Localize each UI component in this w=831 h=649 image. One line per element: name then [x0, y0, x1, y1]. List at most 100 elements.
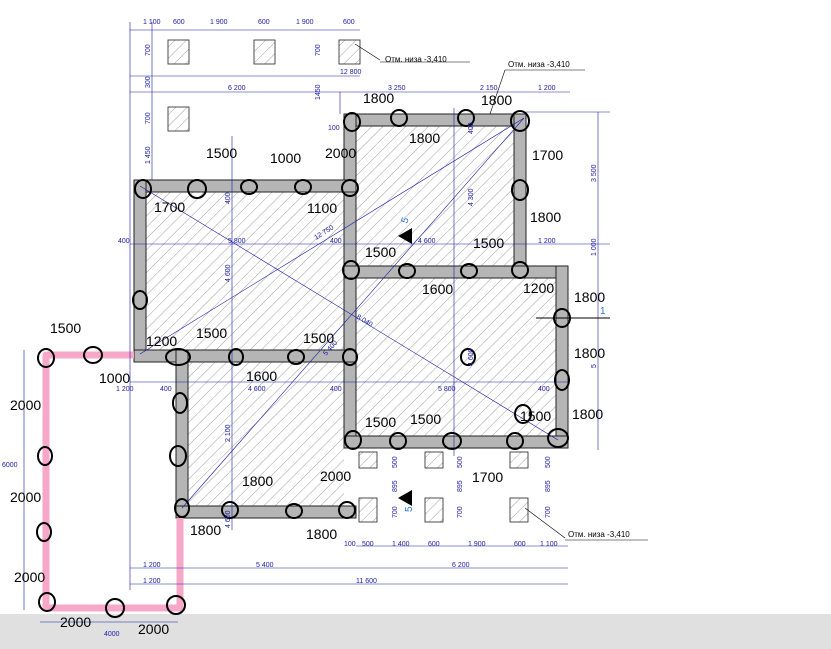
label: 1800 [190, 522, 221, 538]
dim-text: 1 900 [296, 19, 314, 26]
dim-text: 100 [344, 541, 356, 548]
label: 1800 [242, 473, 273, 489]
wall-seg [175, 349, 189, 519]
dim-text: 400 [468, 122, 475, 134]
wall-seg [175, 505, 357, 519]
dim-text: 4 600 [248, 386, 266, 393]
section-arrow [398, 490, 412, 506]
marker-circle [38, 592, 56, 612]
marker-circle [134, 179, 152, 199]
pillar [167, 39, 190, 65]
dim-text: 700 [315, 44, 322, 56]
dim-text: 2 100 [225, 424, 232, 442]
dim-text: 12 800 [340, 69, 362, 76]
pillar [424, 451, 444, 469]
label: 1800 [481, 92, 512, 108]
label: 1500 [303, 330, 334, 346]
note-leader [524, 507, 566, 539]
dim-text: 400 [330, 386, 342, 393]
marker-circle [547, 428, 569, 448]
label: 1800 [409, 130, 440, 146]
marker-circle [169, 445, 187, 467]
dim-text: 500 [457, 456, 464, 468]
dim-text: 1 400 [392, 541, 410, 548]
dim-text: 1 100 [540, 541, 558, 548]
dim-text: 600 [343, 19, 355, 26]
dim-text: 1450 [315, 84, 322, 100]
notes: Отм. низа -3,410 Отм. низа -3,410 Отм. н… [385, 55, 630, 539]
label: 1500 [520, 408, 551, 424]
marker-circle [37, 446, 53, 466]
dim-text: 1 450 [145, 146, 152, 164]
diagonal [139, 185, 559, 441]
label: 1600 [246, 368, 277, 384]
dim-text: 6000 [2, 462, 18, 469]
note-bottom-mark: Отм. низа -3,410 [568, 530, 630, 539]
marker-circle [511, 261, 529, 279]
dim-text: 500 [362, 541, 374, 548]
marker-circle [338, 501, 356, 519]
label: 1600 [422, 281, 453, 297]
label: 2000 [138, 621, 169, 637]
dim-text: 1 100 [143, 19, 161, 26]
label: 1500 [50, 320, 81, 336]
dim-text: 400 [225, 192, 232, 204]
marker-circle [506, 432, 524, 450]
dim-text: 3 500 [591, 164, 598, 182]
marker-circle [460, 348, 476, 366]
dim-text: 400 [118, 238, 130, 245]
label: 2000 [14, 569, 45, 585]
label: 1500 [365, 244, 396, 260]
dim-text: 1 200 [143, 562, 161, 569]
dim-text: 5 400 [256, 562, 274, 569]
marker-circle [187, 179, 207, 199]
marker-circle [285, 503, 303, 519]
label: 1200 [523, 280, 554, 296]
label: 1800 [306, 526, 337, 542]
dim-text: 1 200 [143, 578, 161, 585]
marker-circle [294, 179, 312, 195]
marker-circle [514, 404, 532, 424]
label: 2000 [320, 468, 351, 484]
label: 1500 [473, 235, 504, 251]
dim-text: 300 [145, 76, 152, 88]
label: 1500 [365, 414, 396, 430]
section-marks [354, 43, 648, 541]
dim-text: 6 200 [228, 85, 246, 92]
dim-text: 4 600 [418, 238, 436, 245]
diagonal [181, 117, 525, 509]
dim-text: 895 [457, 480, 464, 492]
marker-circle [36, 522, 52, 542]
dim-text: 4 300 [468, 188, 475, 206]
label: 1800 [574, 289, 605, 305]
pillar [424, 497, 444, 523]
marker-circle [165, 348, 191, 366]
slab-top-right [356, 126, 514, 266]
dim-text: 5 [591, 364, 598, 368]
marker-circle [554, 369, 570, 391]
dim-text: 1 200 [116, 386, 134, 393]
pillar [167, 106, 190, 132]
dim-text: 700 [545, 506, 552, 518]
marker-circle [398, 263, 416, 279]
slab-right [356, 278, 556, 436]
marker-circle [442, 432, 462, 450]
label: 1500 [410, 411, 441, 427]
note-bottom-mark: Отм. низа -3,410 [385, 55, 447, 64]
label: 2000 [325, 145, 356, 161]
section-number: 5 [404, 506, 415, 512]
wall-seg [513, 113, 527, 279]
label: 1000 [99, 370, 130, 386]
marker-circle [341, 179, 359, 197]
marker-circle [344, 430, 362, 450]
label: 1500 [196, 325, 227, 341]
dim-text: 700 [145, 44, 152, 56]
wall-seg [343, 265, 569, 279]
section-number: 1 [600, 306, 606, 317]
label: 1100 [307, 200, 337, 216]
marker-circle [228, 348, 244, 366]
bottom-bar [0, 614, 831, 649]
note-leader [489, 69, 506, 115]
label: 2000 [10, 489, 41, 505]
dim-text: 4 600 [225, 264, 232, 282]
